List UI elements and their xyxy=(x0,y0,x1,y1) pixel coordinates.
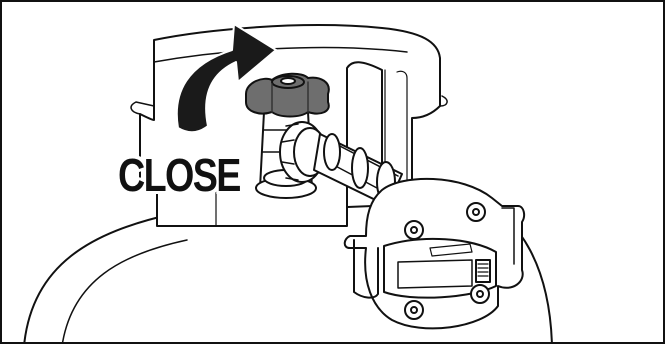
close-instruction-label: CLOSE xyxy=(118,152,240,198)
valve-knob-icon xyxy=(246,74,329,117)
